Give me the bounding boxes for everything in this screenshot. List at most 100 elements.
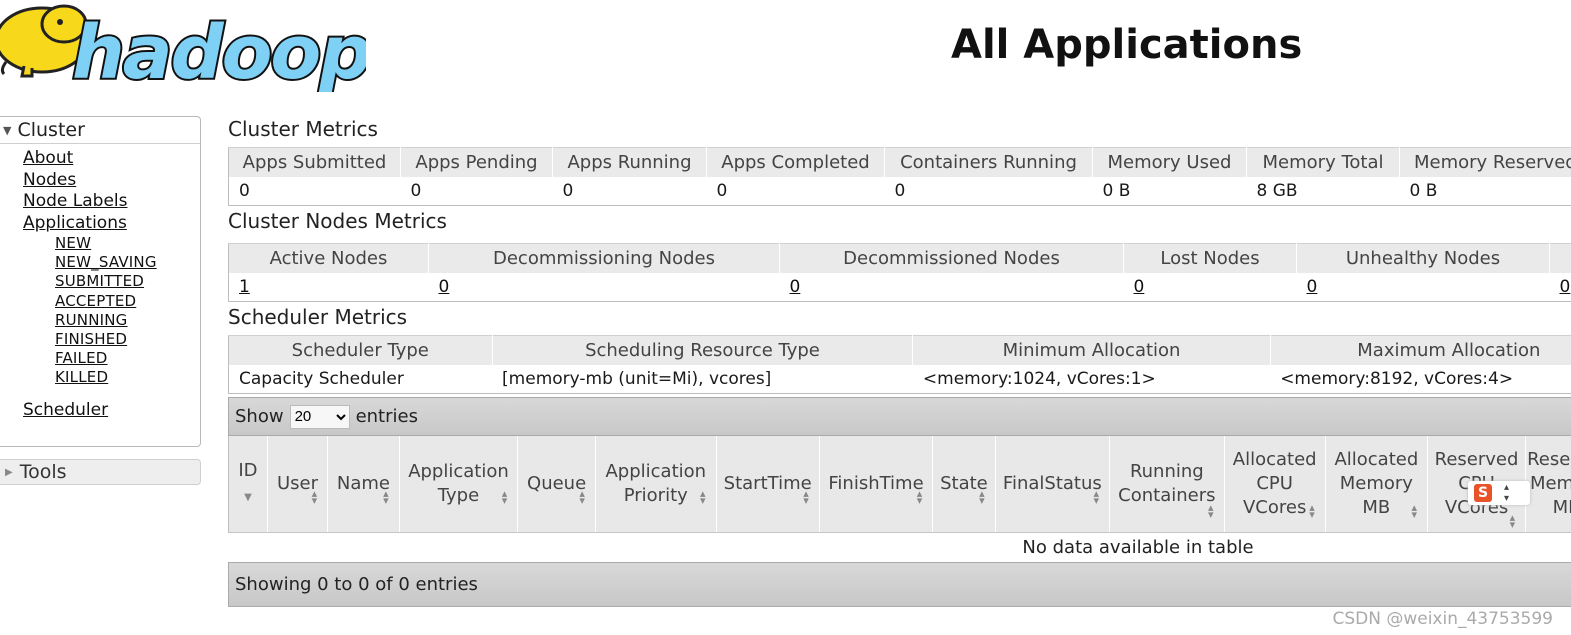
column-header: Memory Used [1092, 147, 1247, 177]
column-header: Apps Completed [706, 147, 885, 177]
sort-icon: ▴▾ [1509, 511, 1516, 531]
column-header-id[interactable]: ID ▼ [228, 436, 268, 533]
show-label: Show [235, 406, 284, 427]
table-cell: 0 [779, 273, 1124, 302]
decommissioning-nodes-link[interactable]: 0 [438, 277, 450, 297]
page-size-select[interactable]: 20 [289, 404, 350, 429]
column-header: Apps Submitted [228, 147, 401, 177]
column-label: State [940, 473, 988, 494]
nav-link-nodes[interactable]: Nodes [23, 169, 77, 190]
column-header-starttime[interactable]: StartTime▴▾ [716, 436, 820, 533]
nav-link-state-killed[interactable]: KILLED [55, 368, 109, 387]
table-row: Capacity Scheduler [memory-mb (unit=Mi),… [228, 365, 1571, 394]
table-cell: [memory-mb (unit=Mi), vcores] [492, 365, 913, 394]
column-header: Decommissioning Nodes [428, 243, 780, 273]
table-cell: 0 B [1092, 177, 1247, 206]
sort-icon: ▴▾ [579, 487, 585, 507]
hadoop-logo: hadoop [0, 4, 366, 92]
table-row: 0 0 0 0 0 0 B 8 GB 0 B [228, 177, 1571, 206]
unhealthy-nodes-link[interactable]: 0 [1306, 277, 1318, 297]
table-cell: 0 [400, 177, 553, 206]
sidebar: ▼ Cluster About Nodes Node Labels Applic… [0, 116, 201, 485]
table-cell: <memory:8192, vCores:4> [1270, 365, 1571, 394]
cluster-metrics-title: Cluster Metrics [228, 117, 378, 141]
column-label: Name [336, 473, 390, 494]
column-header-finalstatus[interactable]: FinalStatus▴▾ [995, 436, 1111, 533]
triangle-down-icon: ▼ [3, 123, 12, 137]
nav-link-applications[interactable]: Applications [23, 212, 127, 233]
column-header-application-type[interactable]: Application Type▴▾ [399, 436, 519, 533]
table-cell: 0 [552, 177, 707, 206]
column-label: ID [238, 459, 258, 481]
column-label: Queue [527, 473, 587, 494]
sort-desc-icon: ▼ [244, 491, 252, 503]
table-info-text: Showing 0 to 0 of 0 entries [235, 574, 478, 595]
sort-icon: ▴▾ [501, 487, 508, 507]
nav-link-state-failed[interactable]: FAILED [55, 349, 108, 368]
cluster-section-header[interactable]: ▼ Cluster [0, 117, 200, 144]
table-header-row: Apps Submitted Apps Pending Apps Running… [228, 147, 1571, 177]
lost-nodes-link[interactable]: 0 [1133, 277, 1145, 297]
nav-link-state-accepted[interactable]: ACCEPTED [55, 291, 137, 310]
nav-link-state-finished[interactable]: FINISHED [55, 330, 128, 349]
column-label: Allocated Memory MB [1334, 449, 1419, 518]
watermark: CSDN @weixin_43753599 [1332, 609, 1553, 629]
active-nodes-link[interactable]: 1 [239, 277, 250, 297]
sogou-s-icon: S [1474, 484, 1492, 502]
column-header: Memory Total [1246, 147, 1400, 177]
nav-link-state-running[interactable]: RUNNING [55, 310, 128, 329]
column-header: Scheduler Type [228, 335, 493, 365]
table-header-row: Active Nodes Decommissioning Nodes Decom… [228, 243, 1571, 273]
rebooted-nodes-link[interactable]: 0 [1559, 277, 1571, 297]
decommissioned-nodes-link[interactable]: 0 [789, 277, 801, 297]
table-header-row: Scheduler Type Scheduling Resource Type … [228, 335, 1571, 365]
table-cell: 0 [1123, 273, 1297, 302]
applications-table: ID▼ User▴▾ Name▴▾ Application Type▴▾ Que… [228, 436, 1571, 533]
column-header-allocated-memory[interactable]: Allocated Memory MB▴▾ [1325, 436, 1428, 533]
sort-icon: ▴▾ [803, 487, 809, 507]
column-header: Scheduling Resource Type [492, 335, 914, 365]
column-header-name[interactable]: Name▴▾ [327, 436, 400, 533]
sort-icon: ▴▾ [700, 487, 706, 507]
table-length-toolbar: Show 20 entries [228, 397, 1571, 436]
sort-icon: ▴▾ [916, 487, 923, 507]
tools-section-header[interactable]: ▶ Tools [0, 459, 201, 485]
scheduler-metrics-table: Scheduler Type Scheduling Resource Type … [228, 335, 1571, 394]
column-header-running-containers[interactable]: Running Containers▴▾ [1109, 436, 1225, 533]
column-header-allocated-cpu[interactable]: Allocated CPU VCores▴▾ [1224, 436, 1326, 533]
table-cell: 0 B [1399, 177, 1571, 206]
column-header: Unhealthy Nodes [1296, 243, 1550, 273]
column-header-reserved-memory[interactable]: Reserved Memory MB [1525, 436, 1571, 533]
column-label: Application Priority [605, 461, 707, 506]
table-row: 1 0 0 0 0 0 [228, 273, 1571, 302]
input-method-widget[interactable]: S ▴▾ [1468, 481, 1530, 505]
column-header-user[interactable]: User▴▾ [267, 436, 329, 533]
column-header-application-priority[interactable]: Application Priority▴▾ [595, 436, 717, 533]
sort-icon: ▴▾ [1093, 487, 1100, 507]
scheduler-metrics-title: Scheduler Metrics [228, 305, 408, 329]
table-cell: 0 [428, 273, 780, 302]
sort-icon: ▴▾ [1411, 501, 1417, 521]
column-label: User [276, 473, 318, 494]
table-cell: Capacity Scheduler [228, 365, 493, 394]
cluster-links: About Nodes Node Labels Applications NEW… [0, 144, 200, 446]
nav-link-state-new[interactable]: NEW [55, 234, 92, 252]
nav-link-node-labels[interactable]: Node Labels [23, 191, 128, 211]
tools-label: Tools [19, 461, 67, 483]
elephant-icon [0, 4, 90, 78]
nav-link-state-new-saving[interactable]: NEW_SAVING [55, 253, 157, 272]
table-cell: 0 [228, 177, 401, 206]
column-label: FinalStatus [1002, 473, 1102, 494]
nav-link-scheduler[interactable]: Scheduler [23, 399, 109, 420]
nodes-metrics-table: Active Nodes Decommissioning Nodes Decom… [228, 243, 1571, 302]
chevron-down-icon: ▴▾ [1504, 482, 1510, 504]
nav-link-about[interactable]: About [23, 148, 74, 168]
column-header: Minimum Allocation [912, 335, 1271, 365]
column-header: Lost Nodes [1123, 243, 1297, 273]
nav-link-state-submitted[interactable]: SUBMITTED [55, 272, 145, 291]
column-header-state[interactable]: State▴▾ [932, 436, 996, 533]
empty-table-message: No data available in table [1022, 537, 1254, 558]
column-header-finishtime[interactable]: FinishTime▴▾ [819, 436, 934, 533]
column-header-queue[interactable]: Queue▴▾ [517, 436, 596, 533]
logo-text: hadoop [72, 10, 366, 92]
